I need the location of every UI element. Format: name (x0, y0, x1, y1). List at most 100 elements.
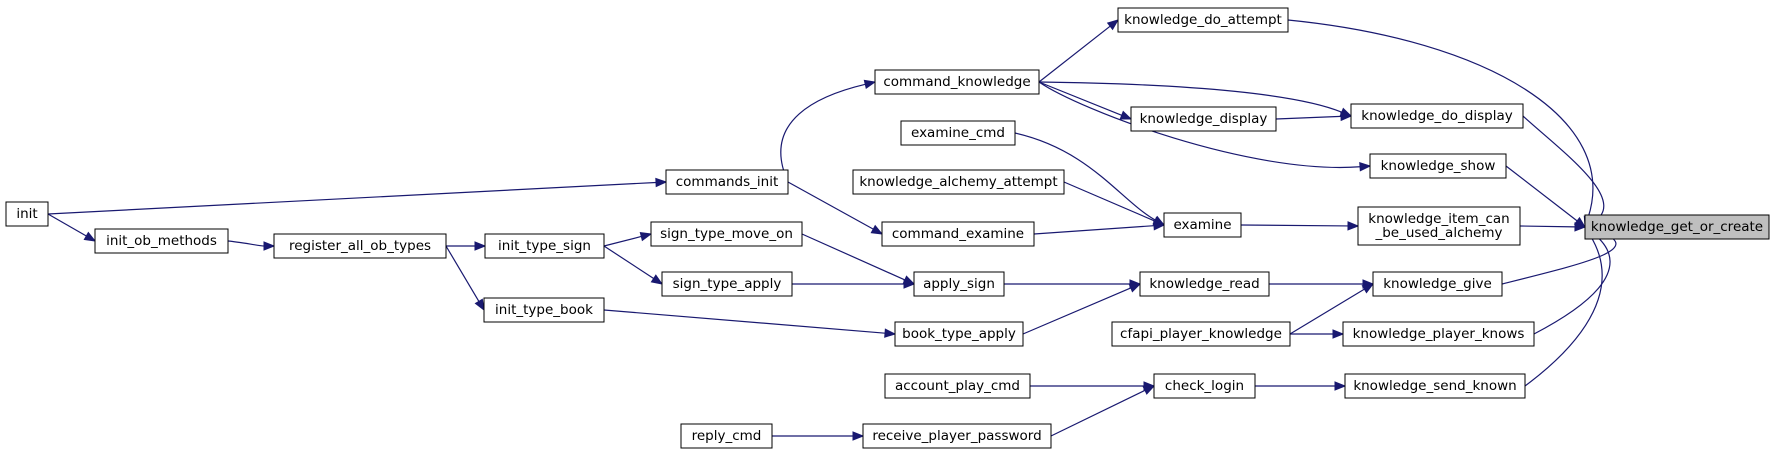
edge-init_type_book-to-book_type_apply (603, 309, 897, 338)
edge-command_examine-to-examine (1033, 220, 1166, 235)
edge-line (1505, 165, 1578, 222)
node-box (913, 271, 1005, 297)
node-sign_type_apply[interactable]: sign_type_apply (661, 271, 793, 297)
node-box (1342, 321, 1535, 347)
node-box (650, 221, 803, 247)
edge-commands_init-to-command_examine (787, 181, 884, 235)
node-knowledge_do_display[interactable]: knowledge_do_display (1350, 103, 1524, 129)
node-commands_init[interactable]: commands_init (665, 169, 789, 195)
node-sign_type_move_on[interactable]: sign_type_move_on (650, 221, 803, 247)
node-init_type_book[interactable]: init_type_book (483, 297, 605, 323)
edge-arrowhead (863, 79, 877, 90)
edge-arrowhead (474, 298, 485, 312)
node-command_examine[interactable]: command_examine (881, 221, 1035, 247)
node-label: knowledge_item_can (1368, 211, 1509, 227)
edge-check_login-to-knowledge_send_known (1255, 381, 1347, 391)
node-label: knowledge_display (1140, 111, 1268, 127)
node-label: knowledge_give (1383, 276, 1492, 292)
node-book_type_apply[interactable]: book_type_apply (894, 321, 1024, 347)
node-knowledge_item_can_be_used_alchemy[interactable]: knowledge_item_can_be_used_alchemy (1357, 206, 1521, 246)
node-label: register_all_ob_types (289, 238, 431, 254)
node-label: command_examine (892, 226, 1024, 242)
edge-knowledge_item_can_be_used_alchemy-to-knowledge_get_or_create (1519, 222, 1587, 232)
node-init_ob_methods[interactable]: init_ob_methods (94, 228, 229, 254)
node-box (1372, 271, 1503, 297)
node-account_play_cmd[interactable]: account_play_cmd (884, 373, 1031, 399)
node-cfapi_player_knowledge[interactable]: cfapi_player_knowledge (1111, 321, 1291, 347)
node-knowledge_alchemy_attempt[interactable]: knowledge_alchemy_attempt (852, 169, 1065, 195)
edge-line (1287, 19, 1594, 218)
edge-book_type_apply-to-knowledge_read (1022, 283, 1142, 335)
edge-line (1240, 224, 1349, 227)
node-box (483, 297, 605, 323)
node-label: knowledge_do_display (1361, 108, 1512, 124)
node-knowledge_do_attempt[interactable]: knowledge_do_attempt (1117, 7, 1289, 33)
edge-arrowhead (1128, 283, 1142, 293)
node-knowledge_send_known[interactable]: knowledge_send_known (1344, 373, 1526, 399)
node-box (1357, 206, 1521, 246)
edge-arrowhead (639, 232, 653, 242)
edge-arrowhead (870, 224, 884, 235)
node-box (881, 221, 1035, 247)
node-label: reply_cmd (692, 428, 762, 444)
edge-command_knowledge-to-knowledge_display (1038, 81, 1133, 120)
node-label: knowledge_show (1381, 158, 1496, 174)
node-init_type_sign[interactable]: init_type_sign (484, 233, 605, 259)
edge-line (47, 213, 87, 237)
edge-line (780, 83, 866, 183)
node-label: command_knowledge (883, 74, 1030, 90)
node-reply_cmd[interactable]: reply_cmd (680, 423, 773, 449)
node-box (1350, 103, 1524, 129)
node-label: knowledge_player_knows (1353, 326, 1525, 342)
edge-line (1038, 25, 1111, 83)
node-box (862, 423, 1052, 449)
node-register_all_ob_types[interactable]: register_all_ob_types (273, 233, 447, 259)
node-label: sign_type_move_on (660, 226, 793, 242)
node-label: cfapi_player_knowledge (1120, 326, 1282, 342)
node-label: apply_sign (923, 276, 995, 292)
edge-line (1014, 132, 1156, 221)
node-examine_cmd[interactable]: examine_cmd (900, 120, 1016, 146)
node-examine[interactable]: examine (1163, 212, 1242, 238)
node-apply_sign[interactable]: apply_sign (913, 271, 1005, 297)
node-knowledge_give[interactable]: knowledge_give (1372, 271, 1503, 297)
node-label: account_play_cmd (895, 378, 1020, 394)
node-init[interactable]: init (5, 201, 49, 227)
node-box (1139, 271, 1270, 297)
edge-line (1275, 115, 1342, 120)
edge-examine-to-knowledge_item_can_be_used_alchemy (1240, 221, 1360, 231)
node-label: init (16, 206, 37, 222)
node-check_login[interactable]: check_login (1153, 373, 1256, 399)
edge-arrowhead (1361, 283, 1375, 294)
edge-arrowhead (852, 431, 865, 441)
node-label: knowledge_get_or_create (1591, 219, 1763, 235)
edge-init-to-commands_init (47, 177, 668, 215)
node-knowledge_display[interactable]: knowledge_display (1130, 106, 1277, 132)
node-box (894, 321, 1024, 347)
edge-arrowhead (474, 241, 487, 251)
node-box (273, 233, 447, 259)
edge-knowledge_alchemy_attempt-to-examine (1063, 181, 1166, 226)
node-label: init_type_book (495, 302, 593, 318)
edge-line (47, 181, 657, 215)
edge-line (1050, 389, 1146, 437)
node-knowledge_player_knows[interactable]: knowledge_player_knows (1342, 321, 1535, 347)
node-box (1344, 373, 1526, 399)
node-command_knowledge[interactable]: command_knowledge (874, 69, 1040, 95)
edge-arrowhead (1142, 385, 1156, 395)
edge-knowledge_player_knows-to-knowledge_get_or_create (1533, 226, 1611, 335)
node-label: knowledge_send_known (1353, 378, 1516, 394)
node-knowledge_get_or_create[interactable]: knowledge_get_or_create (1584, 214, 1770, 240)
node-knowledge_show[interactable]: knowledge_show (1369, 153, 1507, 179)
edge-register_all_ob_types-to-init_type_book (445, 245, 485, 312)
edge-line (445, 245, 480, 302)
node-label: sign_type_apply (673, 276, 782, 292)
node-receive_player_password[interactable]: receive_player_password (862, 423, 1052, 449)
node-box (94, 228, 229, 254)
node-knowledge_read[interactable]: knowledge_read (1139, 271, 1270, 297)
edge-line (1533, 232, 1611, 335)
edge-line (1038, 81, 1361, 169)
edge-line (787, 181, 874, 230)
edge-command_knowledge-to-knowledge_do_attempt (1038, 19, 1120, 83)
edge-arrowhead (1106, 19, 1120, 31)
